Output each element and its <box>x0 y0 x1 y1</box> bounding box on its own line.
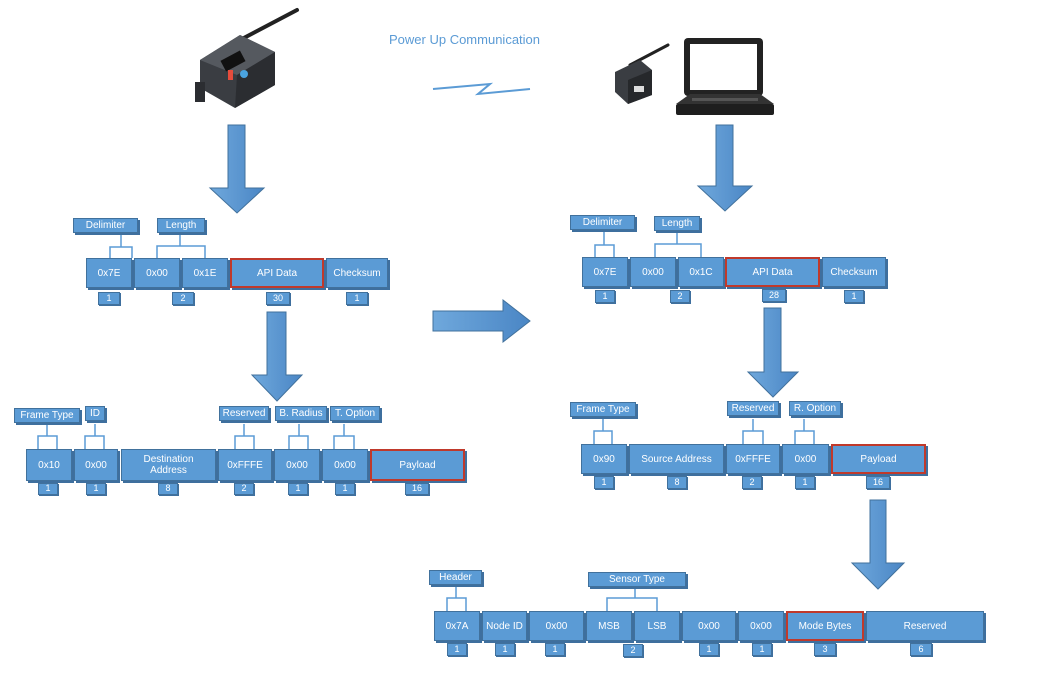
label-reserved: Reserved <box>727 401 779 416</box>
byte-count: 16 <box>866 476 890 489</box>
sensor-device-icon <box>195 8 299 108</box>
field-box: 0x10 <box>26 449 72 481</box>
field-box: 0x7E <box>582 257 628 287</box>
byte-count: 1 <box>595 290 615 303</box>
field-box: 0x00 <box>134 258 180 288</box>
label-header: Header <box>429 570 482 585</box>
field-box: 0x7E <box>86 258 132 288</box>
byte-count: 1 <box>594 476 614 489</box>
field-box: Node ID <box>482 611 527 641</box>
label-delimiter: Delimiter <box>570 215 635 230</box>
byte-count: 1 <box>288 483 308 495</box>
down-arrow-1 <box>208 124 266 214</box>
byte-count: 30 <box>266 292 290 305</box>
field-box: 0x00 <box>782 444 829 474</box>
byte-count: 16 <box>405 483 429 495</box>
byte-count: 1 <box>699 643 719 656</box>
label-id: ID <box>85 406 105 421</box>
byte-count: 8 <box>158 483 178 495</box>
field-box: LSB <box>634 611 680 641</box>
byte-count: 1 <box>545 643 565 656</box>
field-box: 0x00 <box>630 257 676 287</box>
field-box-highlighted: Payload <box>831 444 926 474</box>
byte-count: 2 <box>670 290 690 303</box>
label-t-option: T. Option <box>330 406 380 421</box>
byte-count: 3 <box>814 643 836 656</box>
field-box: 0xFFFE <box>726 444 780 474</box>
field-box-highlighted: API Data <box>230 258 324 288</box>
byte-count: 1 <box>86 483 106 495</box>
field-box: Destination Address <box>121 449 216 481</box>
byte-count: 8 <box>667 476 687 489</box>
byte-count: 2 <box>234 483 254 495</box>
byte-count: 1 <box>38 483 58 495</box>
field-box: 0x00 <box>738 611 784 641</box>
field-box: 0x00 <box>74 449 118 481</box>
down-arrow-4 <box>746 307 800 398</box>
field-box: Reserved <box>866 611 984 641</box>
right-arrow <box>432 298 531 344</box>
field-brackets <box>37 231 815 611</box>
down-arrow-2 <box>696 124 754 212</box>
byte-count: 1 <box>495 643 515 656</box>
label-frame-type: Frame Type <box>570 402 636 417</box>
byte-count: 1 <box>844 290 864 303</box>
byte-count: 1 <box>752 643 772 656</box>
byte-count: 1 <box>795 476 815 489</box>
field-box: 0x1C <box>678 257 724 287</box>
field-box: Checksum <box>822 257 886 287</box>
field-box: 0xFFFE <box>218 449 272 481</box>
byte-count: 2 <box>172 292 194 305</box>
field-box: 0x00 <box>274 449 320 481</box>
wireless-link-icon <box>432 82 531 96</box>
label-reserved: Reserved <box>219 406 269 421</box>
byte-count: 6 <box>910 643 932 656</box>
byte-count: 2 <box>623 644 643 657</box>
label-r-option: R. Option <box>789 401 841 416</box>
byte-count: 1 <box>447 643 467 656</box>
label-length: Length <box>654 216 700 231</box>
byte-count: 1 <box>346 292 368 305</box>
field-box-highlighted: Mode Bytes <box>786 611 864 641</box>
field-box: 0x00 <box>322 449 368 481</box>
field-box: 0x90 <box>581 444 627 474</box>
byte-count: 1 <box>98 292 120 305</box>
down-arrow-3 <box>250 311 304 402</box>
down-arrow-5 <box>850 499 906 590</box>
field-box-highlighted: Payload <box>370 449 465 481</box>
byte-count: 28 <box>762 289 786 302</box>
label-delimiter: Delimiter <box>73 218 138 233</box>
field-box: 0x00 <box>529 611 584 641</box>
label-b-radius: B. Radius <box>275 406 327 421</box>
byte-count: 1 <box>335 483 355 495</box>
usb-modem-icon <box>615 43 670 104</box>
field-box: 0x7A <box>434 611 480 641</box>
label-length: Length <box>157 218 205 233</box>
byte-count: 2 <box>742 476 762 489</box>
field-box: 0x00 <box>682 611 736 641</box>
field-box: Source Address <box>629 444 724 474</box>
label-frame-type: Frame Type <box>14 408 80 423</box>
diagram-title: Power Up Communication <box>389 32 541 47</box>
laptop-icon <box>676 38 774 115</box>
field-box-highlighted: API Data <box>725 257 820 287</box>
field-box: Checksum <box>326 258 388 288</box>
label-sensor-type: Sensor Type <box>588 572 686 587</box>
field-box: 0x1E <box>182 258 228 288</box>
field-box: MSB <box>586 611 632 641</box>
